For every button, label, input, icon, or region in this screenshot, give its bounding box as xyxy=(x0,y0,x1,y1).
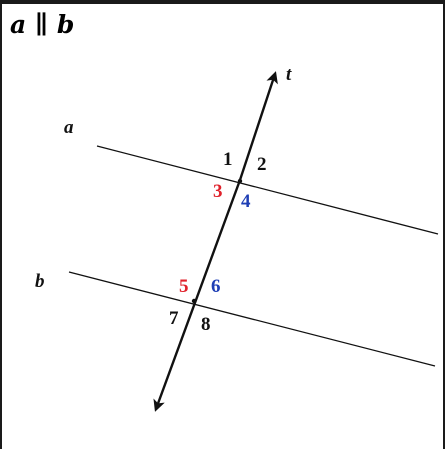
line-b xyxy=(68,271,436,367)
angle-8-label: 8 xyxy=(201,314,211,335)
transversal-label: t xyxy=(286,64,292,85)
line-a-label: a xyxy=(64,117,74,138)
angle-4-label: 4 xyxy=(241,191,251,212)
line-a xyxy=(96,145,439,235)
angle-2-label: 2 xyxy=(257,154,267,175)
transversal-t-lower xyxy=(153,179,242,412)
parallel-lines-diagram: t a b 1 2 3 4 5 6 7 8 xyxy=(35,64,439,412)
transversal-t xyxy=(238,71,278,181)
angle-7-label: 7 xyxy=(169,308,179,329)
parallel-statement: a ∥ b xyxy=(10,10,75,39)
angle-1-label: 1 xyxy=(223,149,233,170)
angle-5-label: 5 xyxy=(179,276,189,297)
intersection-b-point xyxy=(191,298,197,304)
angle-3-label: 3 xyxy=(213,181,223,202)
angle-6-label: 6 xyxy=(211,276,221,297)
intersection-a-point xyxy=(237,178,243,184)
line-b-label: b xyxy=(35,271,45,292)
